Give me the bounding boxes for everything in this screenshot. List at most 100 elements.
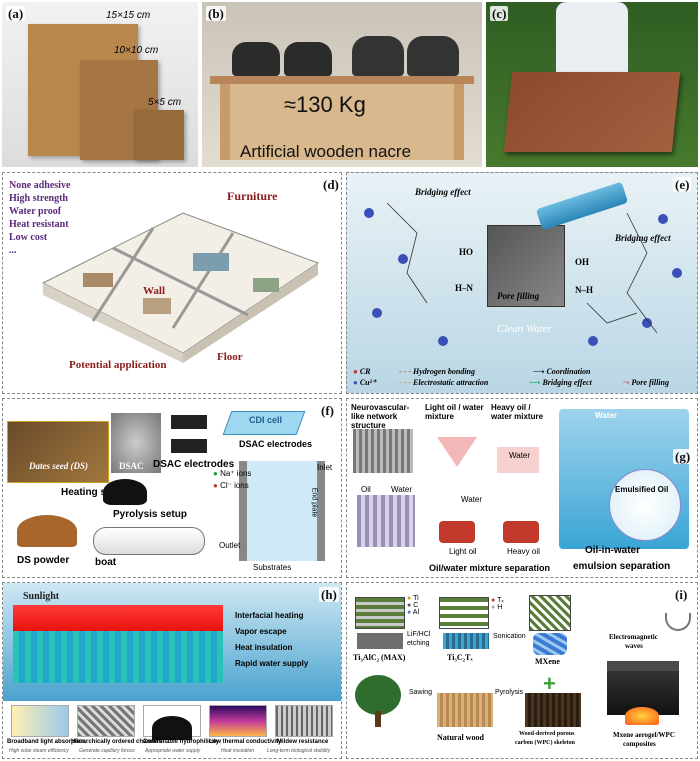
cdi-cell-label: CDI cell bbox=[249, 415, 283, 425]
dsac-sem-image bbox=[111, 413, 161, 473]
feature-item: Heat resistant bbox=[9, 219, 69, 230]
dsac-label: DSAC bbox=[119, 461, 144, 471]
legend-e: ● CR ● Cu²⁺ - - - Hydrogen bonding - - -… bbox=[353, 367, 693, 391]
thumb-title-4: Low thermal conductivity bbox=[209, 739, 282, 745]
group-nh: N–H bbox=[575, 285, 593, 295]
ds-powder-label: DS powder bbox=[17, 555, 70, 566]
cu-ion-icon: ● bbox=[353, 378, 358, 387]
max-label: Ti₃AlC₂ (MAX) bbox=[353, 653, 406, 662]
thumb-broadband bbox=[11, 705, 69, 737]
legend-c: ● C bbox=[407, 602, 419, 609]
wpc-block bbox=[525, 693, 581, 727]
etch-label-1: LiF/HCl bbox=[407, 631, 431, 638]
thumb-sub-2: Generate capillary forces bbox=[79, 748, 135, 754]
ti3c2-layers bbox=[439, 597, 489, 629]
h-item-heat-insulation: Heat insulation bbox=[235, 643, 293, 652]
panel-label-e: (e) bbox=[673, 177, 692, 192]
pyrolysis-label-i: Pyrolysis bbox=[495, 689, 524, 696]
shoe-left-2 bbox=[284, 42, 332, 76]
ds-powder-pile bbox=[17, 515, 77, 547]
panel-d: None adhesive High strength Water proof … bbox=[2, 172, 342, 394]
wpc-label-2: carbon (WPC) skeleton bbox=[515, 740, 575, 746]
sonication-label: Sonication bbox=[493, 633, 526, 640]
feature-item: Water proof bbox=[9, 206, 62, 217]
legend-hbond: - - - Hydrogen bonding bbox=[399, 367, 476, 376]
funnel-heavy bbox=[497, 447, 539, 473]
h-item-water-supply: Rapid water supply bbox=[235, 659, 309, 668]
house-floorplan bbox=[33, 203, 323, 363]
board-small bbox=[134, 110, 184, 160]
group-hn: H–N bbox=[455, 283, 473, 293]
em-label-2: waves bbox=[625, 642, 643, 650]
dsac-electrodes-label-2: DSAC electrodes bbox=[239, 439, 313, 449]
ti3c2-block bbox=[443, 633, 489, 649]
shoe-right-1 bbox=[352, 36, 404, 76]
panel-label-i: (i) bbox=[673, 587, 690, 602]
fire-icon bbox=[625, 707, 659, 725]
legend-cu: ● Cu²⁺ bbox=[353, 378, 377, 387]
thumb-row: Broadband light absorption High solar st… bbox=[3, 703, 341, 758]
emulsion-bubble bbox=[609, 469, 681, 541]
inlet-label: Inlet bbox=[317, 463, 333, 472]
legend-cr: ● CR bbox=[353, 367, 371, 376]
thumb-sub-5: Long-term biological stability bbox=[267, 748, 331, 754]
dates-seed-label: Dates seed (DS) bbox=[29, 461, 88, 471]
weight-label: ≈130 Kg bbox=[284, 92, 366, 117]
callout-furniture: Furniture bbox=[227, 189, 278, 203]
natural-wood-label: Natural wood bbox=[437, 733, 484, 742]
wood-block-left bbox=[357, 495, 415, 547]
em-label-1: Electromagnetic bbox=[609, 633, 658, 641]
flask-heavy bbox=[503, 521, 539, 543]
group-ho: HO bbox=[459, 247, 474, 257]
electrode-2 bbox=[171, 439, 207, 453]
clean-water-label: Clean Water bbox=[497, 323, 552, 335]
natural-wood-block bbox=[437, 693, 493, 727]
carbon-pile bbox=[103, 479, 147, 505]
shoe-right-2 bbox=[407, 36, 459, 76]
sunlight-label: Sunlight bbox=[23, 591, 60, 602]
sawing-label: Sawing bbox=[409, 689, 432, 696]
oil-in-water-label: Oil-in-water bbox=[585, 545, 641, 556]
panel-label-a: (a) bbox=[6, 6, 26, 21]
outlet-label: Outlet bbox=[219, 541, 241, 550]
dates-seed-photo bbox=[7, 421, 109, 483]
tree-trunk bbox=[375, 711, 381, 727]
panel-c: (c) bbox=[486, 2, 698, 167]
wooden-board-top bbox=[210, 76, 474, 84]
panel-label-f: (f) bbox=[319, 403, 336, 418]
h-item-interfacial: Interfacial heating bbox=[235, 611, 304, 620]
max-layers bbox=[355, 597, 405, 629]
oil-label: Oil bbox=[361, 485, 371, 494]
legend-coordination: ⟶ Coordination bbox=[533, 367, 591, 376]
legend-pore: ⤳ Pore filling bbox=[623, 378, 669, 387]
feature-item: High strength bbox=[9, 193, 68, 204]
size-label-large: 15×15 cm bbox=[106, 10, 151, 21]
substrates-label: Substrates bbox=[253, 563, 292, 572]
thumb-title-2: Hierarchically ordered channels bbox=[71, 739, 163, 745]
flask-light bbox=[439, 521, 475, 543]
emulsified-oil-label: Emulsified Oil bbox=[615, 485, 669, 494]
sep-label: Oil/water mixture separation bbox=[429, 563, 551, 573]
legend-bridging: ⟿ Bridging effect bbox=[529, 378, 592, 387]
boat-label: boat bbox=[95, 557, 117, 568]
na-ion-icon: ● bbox=[213, 469, 218, 478]
panel-g: Neurovascular-like network structure Oil… bbox=[346, 398, 698, 578]
water-layer bbox=[13, 631, 223, 683]
furnace-tube bbox=[93, 527, 205, 555]
thumb-hydrophilicity bbox=[143, 705, 201, 740]
legend-al: ● Al bbox=[407, 609, 420, 616]
callout-wall: Wall bbox=[143, 285, 166, 297]
h-item-vapor: Vapor escape bbox=[235, 627, 287, 636]
term-legend: ● Tₓ ● H bbox=[491, 597, 504, 611]
caption-artificial-wooden-nacre: Artificial wooden nacre bbox=[240, 142, 412, 161]
panel-f: Dates seed (DS) DSAC DSAC electrodes CDI… bbox=[2, 398, 342, 578]
heavy-oil-label: Heavy oil bbox=[507, 547, 540, 556]
panel-i: ● Ti ● C ● Al ● Tₓ ● H Ti₃AlC₂ (MAX) LiF… bbox=[346, 582, 698, 759]
pore-filling-label: Pore filling bbox=[497, 291, 540, 301]
feature-list: None adhesive High strength Water proof … bbox=[9, 179, 70, 257]
tree bbox=[355, 675, 401, 715]
panel-label-d: (d) bbox=[321, 177, 341, 192]
adsorbent-cube bbox=[487, 225, 565, 307]
composite-block bbox=[607, 661, 679, 715]
cdi-cell-diagram bbox=[239, 461, 325, 561]
